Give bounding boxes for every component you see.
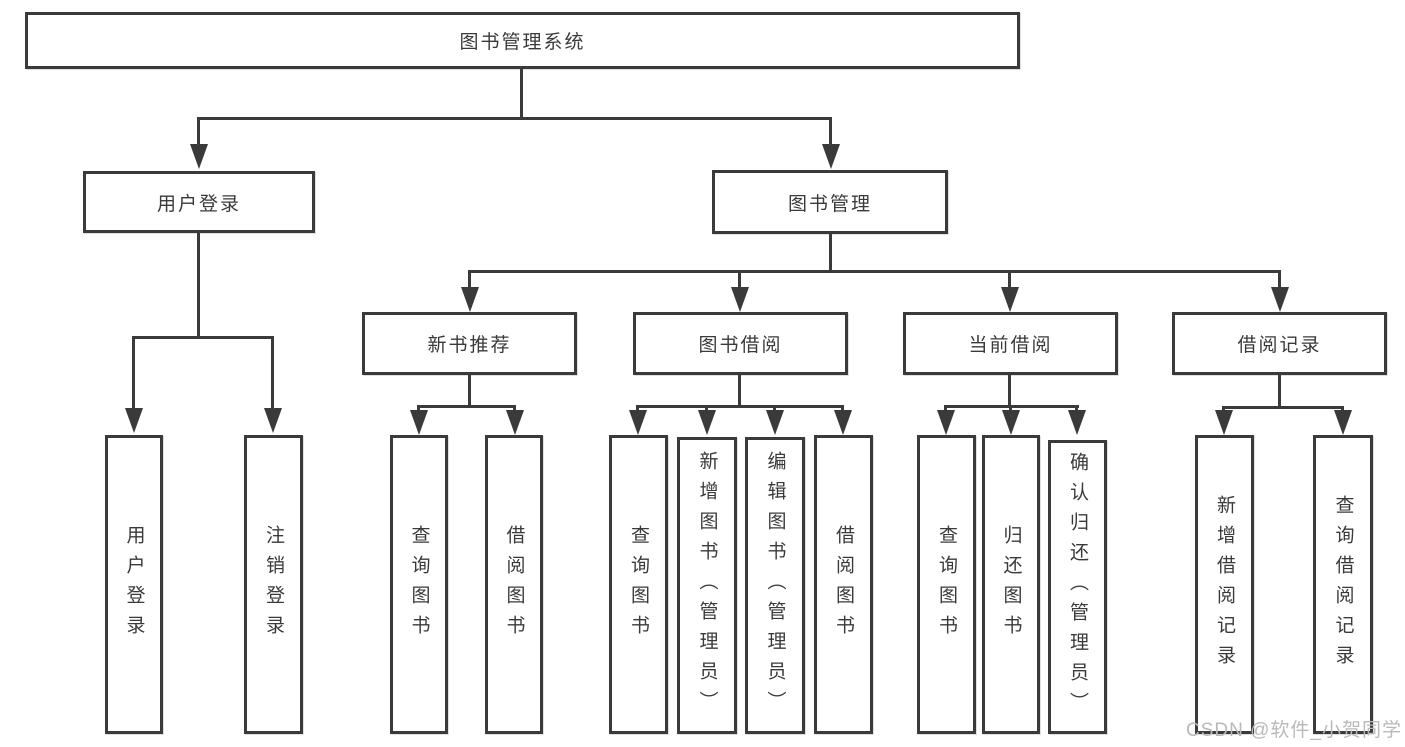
leaf-query-books-current: 查询图书 (917, 435, 976, 734)
connector-line (520, 68, 523, 120)
node-borrowing-records: 借阅记录 (1172, 312, 1387, 375)
arrow-down-icon (1215, 410, 1233, 435)
leaf-borrow-books: 借阅图书 (814, 435, 873, 734)
leaf-label: 查询图书 (408, 524, 430, 645)
connector-line (829, 233, 832, 273)
arrow-down-icon (264, 408, 282, 433)
arrow-down-icon (834, 410, 852, 435)
node-book-borrowing: 图书借阅 (633, 312, 848, 375)
arrow-down-icon (1002, 410, 1020, 435)
connector-line (1222, 406, 1225, 412)
leaf-label: 借阅图书 (503, 524, 525, 645)
connector-line (417, 405, 420, 412)
node-label: 图书借阅 (698, 335, 783, 356)
node-label: 新书推荐 (427, 335, 512, 356)
leaf-edit-books-admin: 编辑图书（管理员） (745, 437, 805, 734)
leaf-label: 新增图书（管理员） (696, 450, 718, 721)
node-new-book-recommendation: 新书推荐 (362, 312, 577, 375)
leaf-logout: 注销登录 (244, 435, 303, 734)
arrow-down-icon (1068, 410, 1086, 435)
node-library-management-system: 图书管理系统 (25, 12, 1020, 69)
connector-line (1009, 405, 1012, 412)
connector-line (197, 117, 832, 120)
connector-line (468, 270, 1281, 273)
arrow-down-icon (629, 410, 647, 435)
connector-line (271, 336, 274, 410)
leaf-query-borrow-record: 查询借阅记录 (1313, 435, 1373, 734)
arrow-down-icon (766, 410, 784, 435)
connector-line (944, 405, 947, 412)
connector-line (1008, 270, 1011, 288)
arrow-down-icon (1271, 287, 1289, 312)
connector-line (773, 405, 776, 412)
connector-line (705, 405, 708, 412)
connector-line (636, 405, 844, 408)
leaf-label: 确认归还（管理员） (1067, 452, 1088, 722)
arrow-down-icon (937, 410, 955, 435)
connector-line (1278, 270, 1281, 288)
connector-line (417, 405, 516, 408)
node-user-login: 用户登录 (83, 171, 315, 233)
leaf-query-books-recommend: 查询图书 (390, 435, 448, 734)
node-book-management: 图书管理 (712, 170, 948, 234)
leaf-label: 借阅图书 (833, 524, 854, 645)
connector-line (197, 117, 200, 147)
connector-line (468, 270, 471, 288)
arrow-down-icon (125, 408, 143, 433)
connector-line (132, 336, 274, 339)
connector-line (738, 270, 741, 288)
connector-line (1278, 375, 1281, 409)
arrow-down-icon (190, 144, 208, 169)
node-label: 图书管理 (787, 193, 872, 215)
leaf-borrow-books-recommend: 借阅图书 (485, 435, 543, 734)
leaf-return-books: 归还图书 (982, 435, 1040, 734)
connector-line (1008, 375, 1011, 408)
leaf-label: 新增借阅记录 (1214, 494, 1235, 675)
leaf-user-login: 用户登录 (105, 435, 163, 734)
leaf-confirm-return-admin: 确认归还（管理员） (1048, 440, 1107, 734)
node-label: 图书管理系统 (459, 32, 586, 53)
leaf-add-borrow-record: 新增借阅记录 (1195, 435, 1254, 734)
connector-line (738, 375, 741, 408)
arrow-down-icon (461, 287, 479, 312)
arrow-down-icon (1334, 410, 1352, 435)
arrow-down-icon (506, 410, 524, 435)
arrow-down-icon (731, 287, 749, 312)
leaf-label: 编辑图书（管理员） (764, 450, 786, 721)
connector-line (1222, 406, 1344, 409)
leaf-label: 归还图书 (1000, 524, 1022, 645)
connector-line (197, 233, 200, 339)
leaf-label: 用户登录 (123, 524, 145, 645)
connector-line (829, 117, 832, 147)
connector-line (468, 375, 471, 408)
watermark: CSDN @软件_小贺同学 (1186, 720, 1402, 741)
connector-line (636, 405, 639, 412)
leaf-query-books-borrow: 查询图书 (609, 435, 668, 734)
node-label: 当前借阅 (968, 335, 1053, 356)
connector-line (132, 336, 135, 410)
leaf-label: 查询图书 (936, 524, 957, 645)
connector-line (841, 405, 844, 412)
arrow-down-icon (410, 410, 428, 435)
node-label: 借阅记录 (1237, 335, 1322, 356)
arrow-down-icon (822, 144, 840, 169)
arrow-down-icon (698, 410, 716, 435)
connector-line (513, 405, 516, 412)
arrow-down-icon (1001, 287, 1019, 312)
leaf-add-books-admin: 新增图书（管理员） (677, 437, 737, 734)
node-current-borrowing: 当前借阅 (903, 312, 1118, 375)
leaf-label: 注销登录 (263, 524, 284, 645)
node-label: 用户登录 (156, 193, 241, 215)
connector-line (1075, 405, 1078, 412)
connector-line (1341, 406, 1344, 412)
leaf-label: 查询图书 (628, 524, 649, 645)
leaf-label: 查询借阅记录 (1332, 494, 1354, 675)
